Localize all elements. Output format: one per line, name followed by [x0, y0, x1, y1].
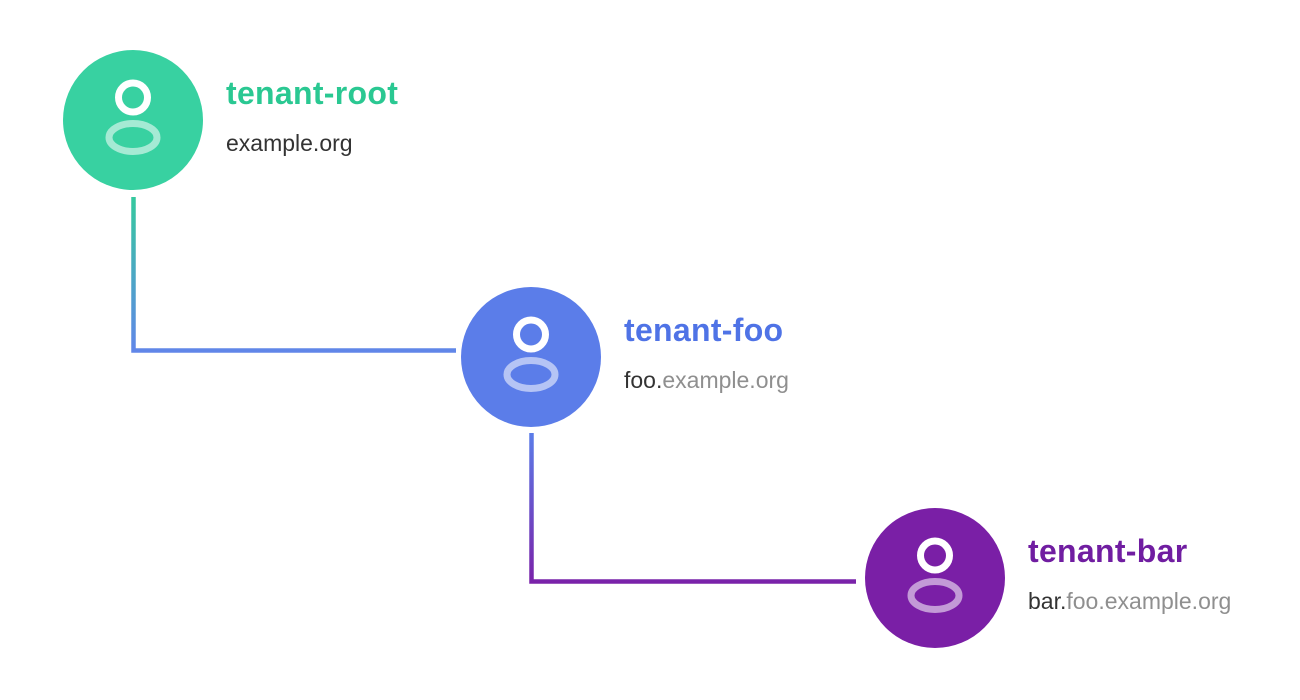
tenant-foo-domain: foo.example.org [624, 367, 789, 395]
tenant-bar-title: tenant-bar [1028, 533, 1188, 569]
connector-foo-to-bar [529, 433, 856, 584]
user-icon [503, 316, 559, 392]
tenant-foo-avatar [461, 287, 601, 427]
tenant-root-domain: example.org [226, 130, 353, 158]
connector-root-to-foo [131, 197, 456, 353]
domain-primary-text: foo. [624, 367, 663, 393]
domain-primary-text: bar. [1028, 588, 1067, 614]
tenant-root-avatar [63, 50, 203, 190]
user-icon [105, 79, 161, 155]
domain-primary-text: example.org [226, 130, 353, 156]
tenant-bar-domain: bar.foo.example.org [1028, 588, 1231, 616]
tenant-bar-avatar [865, 508, 1005, 648]
tenant-foo-title: tenant-foo [624, 312, 784, 348]
user-icon [907, 537, 963, 613]
domain-secondary-text: foo.example.org [1066, 588, 1232, 614]
domain-secondary-text: example.org [662, 367, 789, 393]
tenant-root-title: tenant-root [226, 75, 399, 111]
